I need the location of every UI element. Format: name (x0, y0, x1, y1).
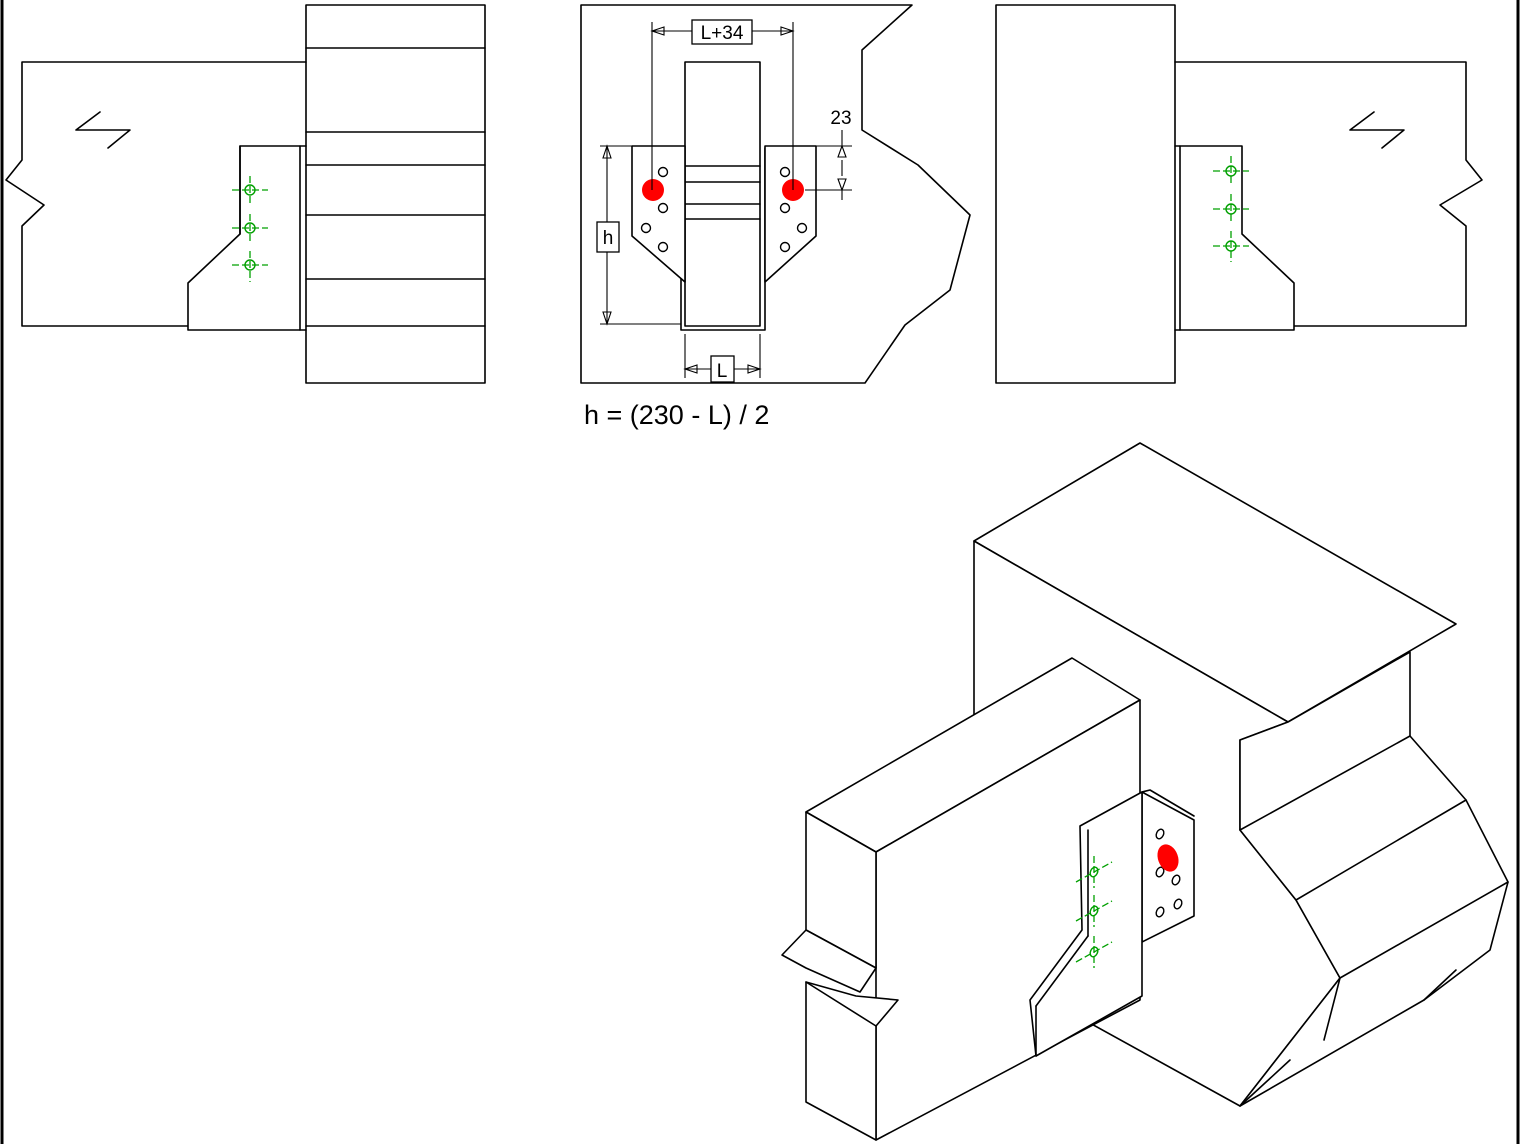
front-left-flange (631, 145, 686, 283)
offset-label: 23 (830, 108, 851, 129)
dimension-joist-width: L (683, 334, 762, 383)
right-header-beam (995, 4, 1176, 384)
iso-flange-holes (1155, 828, 1183, 918)
height-formula: h = (230 - L) / 2 (584, 400, 769, 430)
isometric-view (781, 442, 1509, 1141)
right-joist (1174, 61, 1483, 327)
left-joist (5, 61, 307, 327)
height-label: h (603, 228, 614, 249)
break-symbol-icon (1349, 111, 1405, 149)
right-hanger-plate (1179, 145, 1295, 331)
left-bolt-marker (642, 179, 664, 201)
break-symbol-icon (75, 111, 131, 149)
left-elevation-view (5, 4, 486, 384)
iso-nails (1075, 856, 1113, 968)
dimension-offset: 23 (805, 108, 852, 200)
right-nails (1213, 156, 1249, 262)
left-hanger-plate (187, 145, 301, 331)
front-joist-section (684, 61, 761, 327)
front-elevation-view: L+34 23 h (580, 4, 971, 430)
left-nails (232, 176, 268, 282)
front-header-outline (580, 4, 971, 384)
iso-bolt-marker (1157, 844, 1179, 872)
dimension-width-top: L+34 (650, 19, 795, 190)
left-header-beam (305, 4, 486, 384)
right-elevation-view (995, 4, 1483, 384)
dimension-height: h (596, 144, 681, 326)
joist-width-label: L (717, 361, 728, 382)
width-label: L+34 (701, 23, 744, 44)
iso-joist-break (781, 929, 877, 993)
front-right-flange (764, 145, 817, 283)
front-flange-holes (640, 166, 808, 253)
